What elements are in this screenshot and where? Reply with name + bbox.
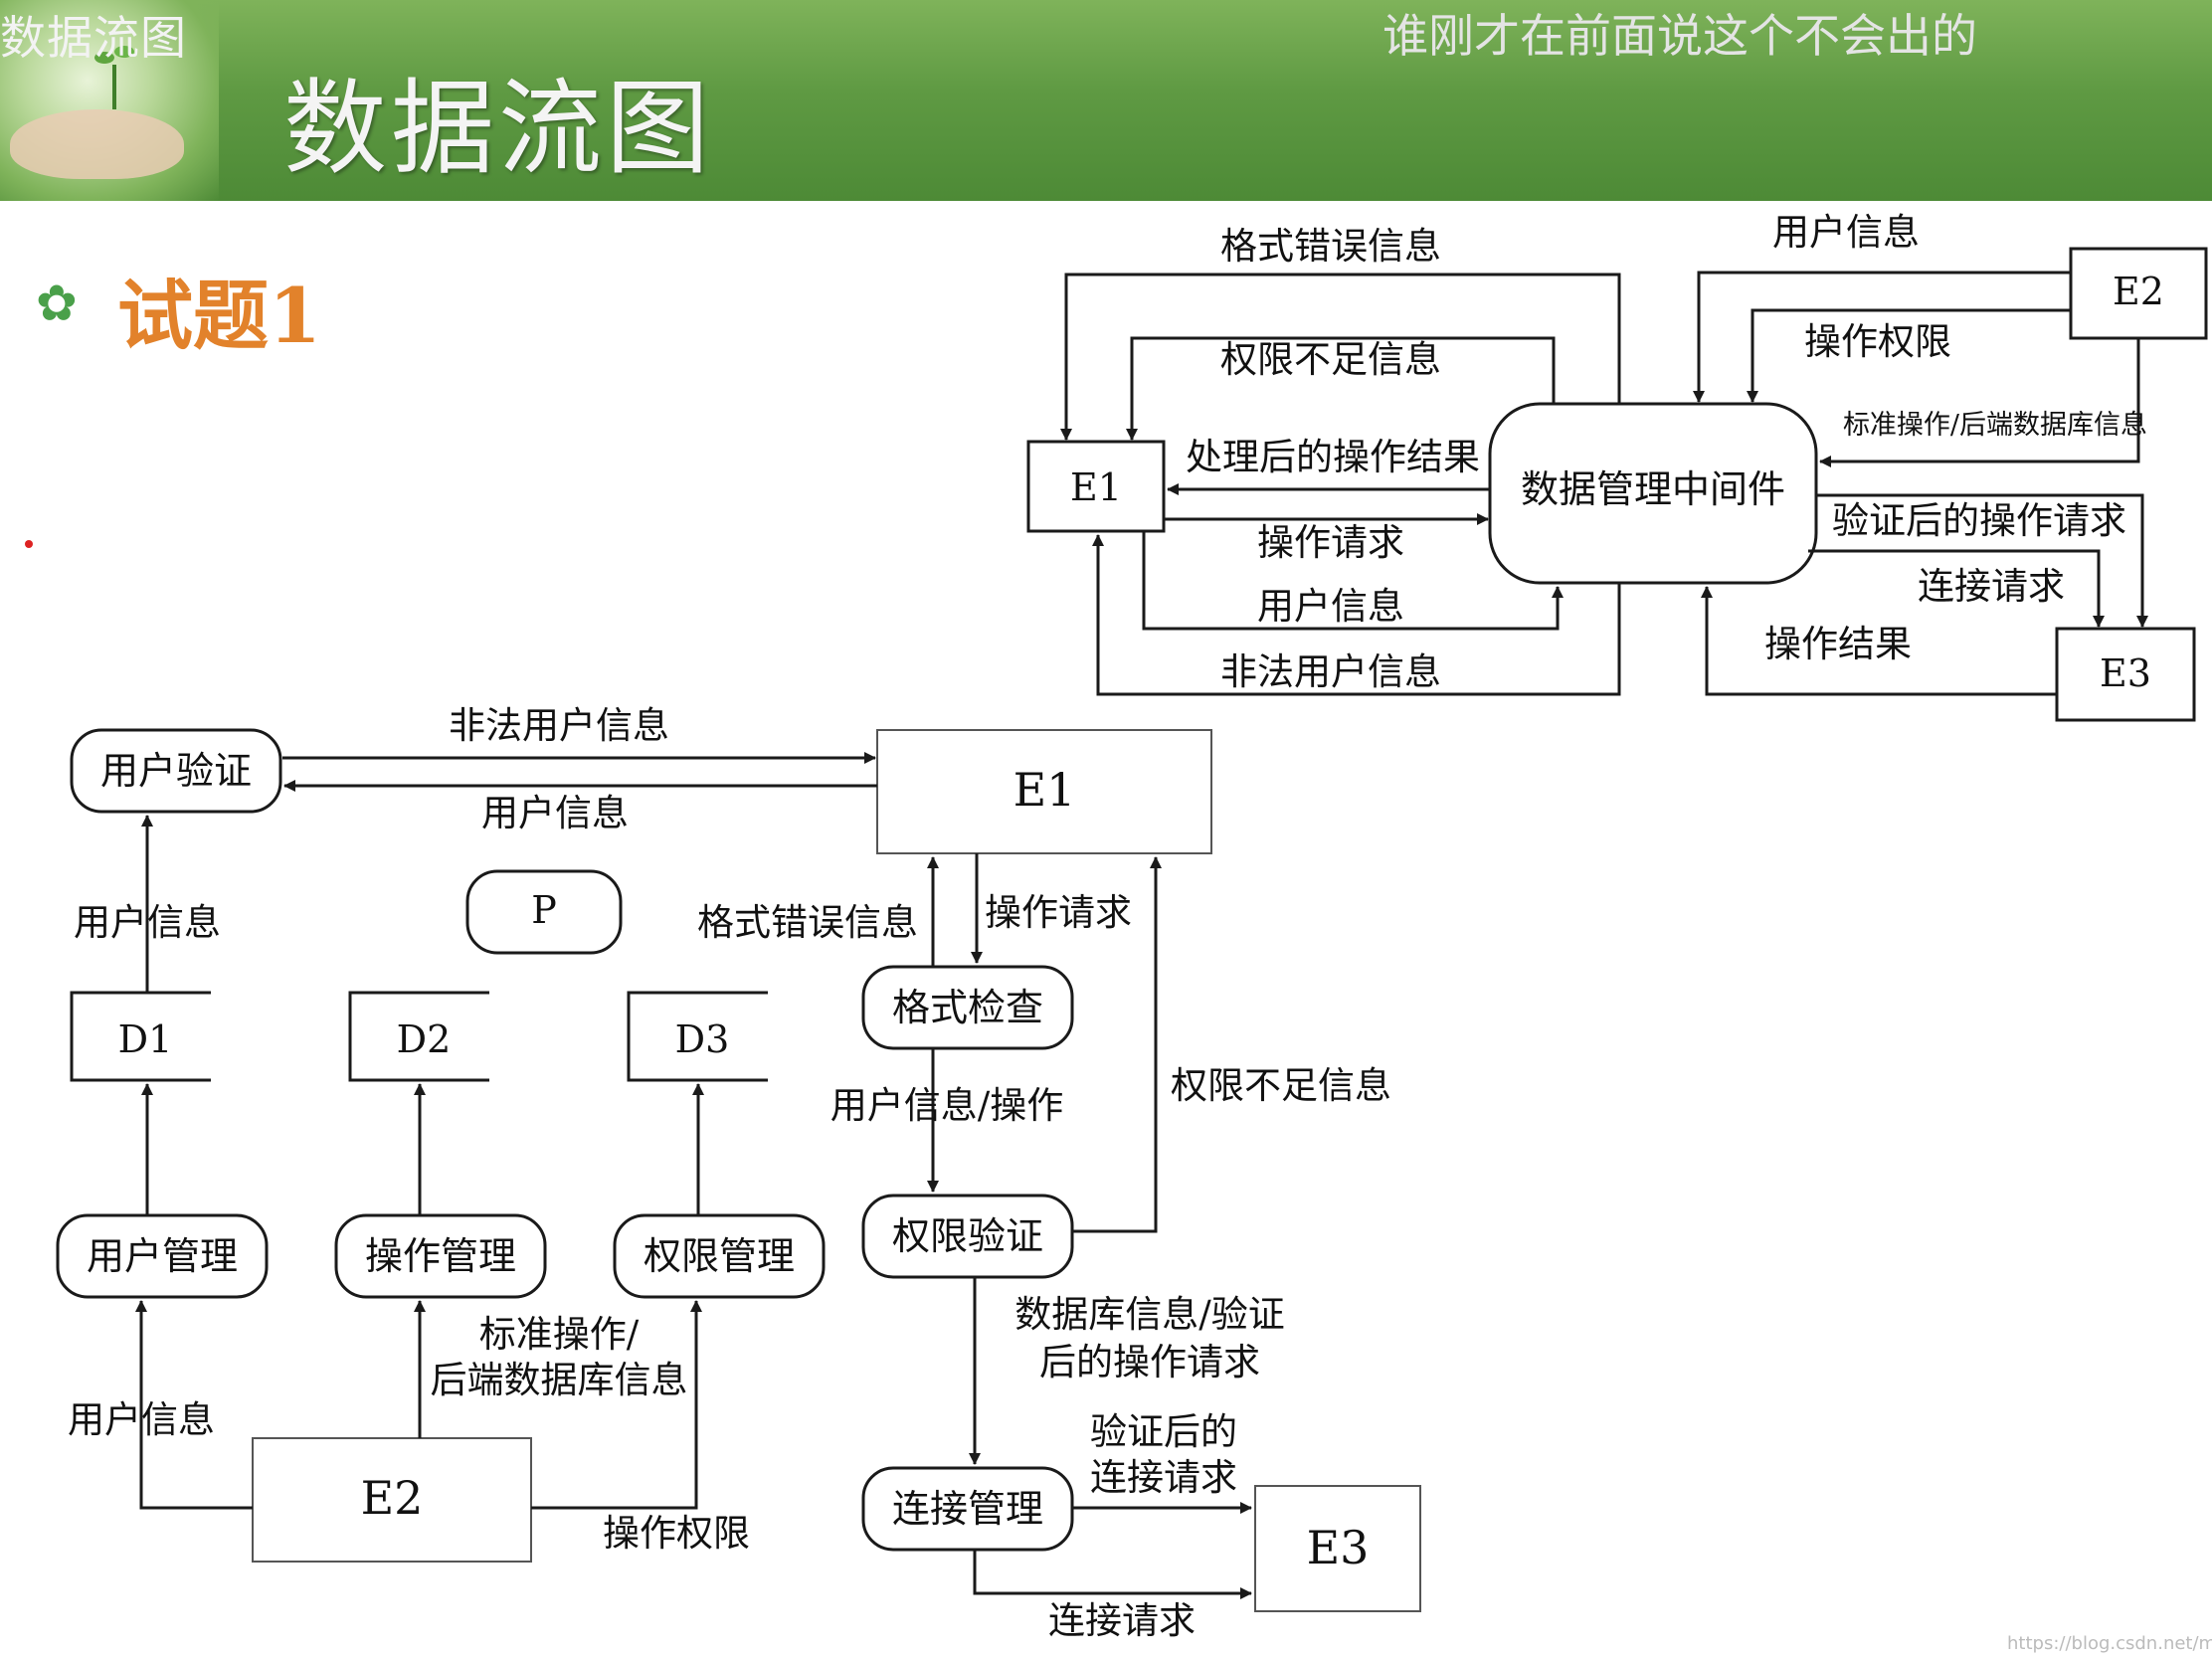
label-top-illegal-user: 非法用户信息 <box>1220 650 1441 693</box>
flow-connection-request <box>973 1550 1252 1599</box>
flow-top-user-info <box>1142 531 1564 631</box>
label-top-e2-operation-permission: 操作权限 <box>1804 320 1951 363</box>
top-center-box <box>1488 402 1818 585</box>
node-user-verify <box>70 728 282 814</box>
label-verified-conn-2: 连接请求 <box>1090 1456 1237 1499</box>
label-top-e2-standard-ops: 标准操作/后端数据库信息 <box>1843 410 2147 441</box>
node-p <box>465 869 623 955</box>
node-perm-mgmt <box>613 1213 826 1299</box>
node-bottom-e2-label: E2 <box>361 1471 424 1525</box>
sprout-icon <box>94 46 134 109</box>
label-format-error: 格式错误信息 <box>697 901 918 944</box>
corner-label: 数据流图 <box>0 11 187 65</box>
flow-e2-operation-permission <box>531 1300 702 1510</box>
node-op-mgmt-label: 操作管理 <box>365 1234 516 1278</box>
flow-top-format-error <box>1060 273 1621 441</box>
node-d2-label: D2 <box>397 1017 452 1061</box>
node-bottom-e1 <box>876 729 1212 854</box>
label-top-processed-result: 处理后的操作结果 <box>1186 436 1480 478</box>
flow-top-connection-request <box>1808 549 2105 628</box>
gear-icon: ✿ <box>36 275 78 332</box>
node-perm-mgmt-label: 权限管理 <box>644 1234 795 1278</box>
label-e2-standard-ops-2: 后端数据库信息 <box>431 1359 688 1401</box>
node-d3-shape <box>627 991 768 1082</box>
red-dot <box>25 540 33 548</box>
label-connection-request: 连接请求 <box>1048 1599 1196 1642</box>
label-top-format-error: 格式错误信息 <box>1220 225 1441 268</box>
overlay-comment: 谁刚才在前面说这个不会出的 <box>1382 9 1977 63</box>
label-top-verified-request: 验证后的操作请求 <box>1832 499 2126 542</box>
flow-top-insufficient-permission <box>1126 336 1556 441</box>
label-bottom-user-info-top: 用户信息 <box>481 792 629 834</box>
node-op-mgmt <box>334 1213 547 1299</box>
node-user-verify-label: 用户验证 <box>100 749 252 793</box>
node-user-mgmt <box>56 1213 269 1299</box>
label-bottom-d1-user-info: 用户信息 <box>74 901 221 944</box>
flow-top-e2-operation-permission <box>1747 308 2071 403</box>
node-d2-shape <box>348 991 489 1082</box>
node-bottom-e2 <box>252 1437 532 1563</box>
label-top-connection-request: 连接请求 <box>1918 565 2065 608</box>
label-top-insufficient-permission: 权限不足信息 <box>1220 338 1441 381</box>
label-top-e2-user-info: 用户信息 <box>1772 211 1920 254</box>
top-e2-label: E2 <box>2113 270 2164 313</box>
top-center-label: 数据管理中间件 <box>1521 467 1785 511</box>
top-e1-box <box>1026 440 1166 533</box>
slide-header <box>0 0 2212 201</box>
node-permission-verify <box>861 1194 1074 1279</box>
node-d1-shape <box>70 991 211 1082</box>
node-format-check-label: 格式检查 <box>892 986 1043 1029</box>
node-bottom-e1-label: E1 <box>1014 763 1076 817</box>
flow-top-operation-result <box>1701 586 2057 696</box>
flow-e2-user-info <box>135 1300 253 1510</box>
node-bottom-e3-label: E3 <box>1307 1521 1370 1574</box>
node-p-label: P <box>531 888 557 932</box>
page-title: 数据流图 <box>283 68 714 189</box>
flow-insufficient-permission <box>1072 856 1162 1233</box>
top-e1-label: E1 <box>1070 465 1122 509</box>
question-title: 试题1 <box>117 272 321 360</box>
top-e2-box <box>2069 247 2208 340</box>
label-insufficient-permission: 权限不足信息 <box>1171 1064 1391 1107</box>
top-e3-box <box>2055 627 2196 722</box>
node-d1-label: D1 <box>118 1017 173 1061</box>
label-user-info-op: 用户信息/操作 <box>830 1084 1063 1127</box>
hand-image <box>10 109 184 179</box>
watermark: https://blog.csdn.net/mrcd <box>2007 1633 2212 1654</box>
label-e2-operation-permission: 操作权限 <box>603 1512 750 1555</box>
flow-top-e2-user-info <box>1693 271 2071 403</box>
label-bottom-illegal-user: 非法用户信息 <box>449 704 669 747</box>
bottom-diagram: 用户验证 E1 非法用户信息 用户信息 P D1 D2 D3 用户信息 用户管理… <box>56 704 1421 1642</box>
top-diagram: E1 数据管理中间件 E2 E3 格式错误信息 权限不足信息 处理后的操作结果 … <box>1026 211 2208 722</box>
label-operation-request: 操作请求 <box>985 891 1132 934</box>
node-d3-label: D3 <box>675 1017 730 1061</box>
label-db-info-1: 数据库信息/验证 <box>1014 1293 1284 1336</box>
flow-top-verified-request <box>1816 493 2148 628</box>
node-bottom-e3 <box>1254 1485 1421 1612</box>
label-top-user-info: 用户信息 <box>1257 585 1404 628</box>
label-top-operation-request: 操作请求 <box>1257 521 1404 564</box>
top-e3-label: E3 <box>2100 651 2151 695</box>
flow-top-e2-standard-ops <box>1819 338 2140 467</box>
node-permission-verify-label: 权限验证 <box>892 1214 1043 1258</box>
node-conn-mgmt-label: 连接管理 <box>892 1487 1043 1531</box>
label-db-info-2: 后的操作请求 <box>1039 1341 1260 1383</box>
label-top-operation-result: 操作结果 <box>1764 623 1912 665</box>
label-verified-conn-1: 验证后的 <box>1090 1410 1237 1453</box>
node-format-check <box>861 965 1074 1050</box>
flow-top-illegal-user <box>1092 534 1621 696</box>
node-user-mgmt-label: 用户管理 <box>87 1234 238 1278</box>
label-e2-standard-ops-1: 标准操作/ <box>479 1313 640 1356</box>
label-e2-user-info: 用户信息 <box>68 1398 215 1441</box>
